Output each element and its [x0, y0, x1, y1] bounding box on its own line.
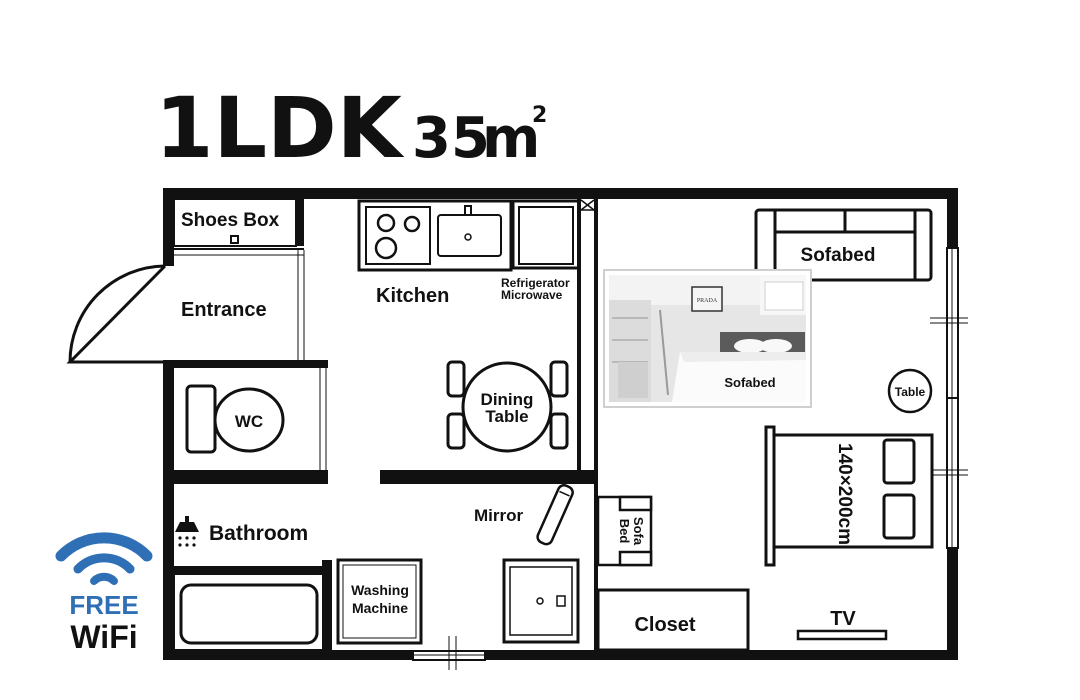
entrance-step	[174, 248, 305, 360]
shoes-box-label: Shoes Box	[181, 210, 280, 231]
microwave-label: Microwave	[501, 288, 563, 302]
dining-label-2: Table	[485, 407, 528, 426]
photo-caption: Sofabed	[724, 375, 775, 390]
dining-label-1: Dining	[481, 390, 534, 409]
entrance-door	[66, 264, 167, 364]
washing-label-2: Machine	[352, 600, 408, 616]
closet-label: Closet	[634, 614, 695, 636]
sofabed	[754, 208, 933, 282]
bathroom-label: Bathroom	[209, 522, 308, 545]
closet	[596, 588, 750, 652]
sofa-bed-label-1: Sofa	[631, 517, 646, 546]
sofa-bed	[596, 495, 653, 567]
outer-walls	[163, 188, 958, 660]
washing-machine	[336, 558, 423, 645]
mirror	[536, 484, 574, 546]
refrigerator	[511, 199, 581, 270]
bottom-window	[412, 636, 486, 670]
layout-title: 1LDK	[155, 79, 405, 177]
dining-table	[446, 360, 569, 453]
sofa-bed-label-group: Sofa Bed	[617, 517, 646, 546]
bathroom-icons	[175, 516, 199, 547]
interior-walls	[174, 199, 598, 660]
bed-size-label: 140×200cm	[834, 443, 855, 545]
wc-room	[185, 368, 327, 470]
bathtub	[173, 573, 325, 651]
area-unit: m	[482, 106, 540, 171]
shoes-box	[173, 198, 297, 247]
room-photo: PRADA	[603, 269, 812, 408]
washing-label-1: Washing	[351, 582, 409, 598]
area-value: 35	[412, 106, 490, 171]
washbasin	[502, 558, 580, 644]
tv	[796, 629, 888, 641]
area-superscript: 2	[532, 103, 547, 128]
entrance-label: Entrance	[181, 299, 267, 321]
glass-partition	[580, 199, 595, 211]
right-windows	[930, 247, 968, 549]
sink	[437, 205, 502, 257]
mirror-label: Mirror	[474, 506, 524, 525]
sofabed-label: Sofabed	[801, 245, 876, 266]
side-table	[887, 368, 933, 414]
sofa-bed-label-2: Bed	[617, 519, 632, 544]
table-label: Table	[895, 385, 926, 399]
wc-label: WC	[235, 412, 263, 431]
kitchen-counter	[357, 199, 513, 272]
double-bed	[764, 425, 934, 567]
tv-label: TV	[830, 608, 856, 630]
photo-poster-text: PRADA	[697, 298, 718, 304]
kitchen-label: Kitchen	[376, 285, 449, 307]
refrigerator-label: Refrigerator	[501, 276, 570, 290]
wifi-label: WiFi	[70, 619, 137, 655]
wifi-icon	[55, 532, 153, 585]
wifi-free-label: FREE	[69, 590, 138, 620]
